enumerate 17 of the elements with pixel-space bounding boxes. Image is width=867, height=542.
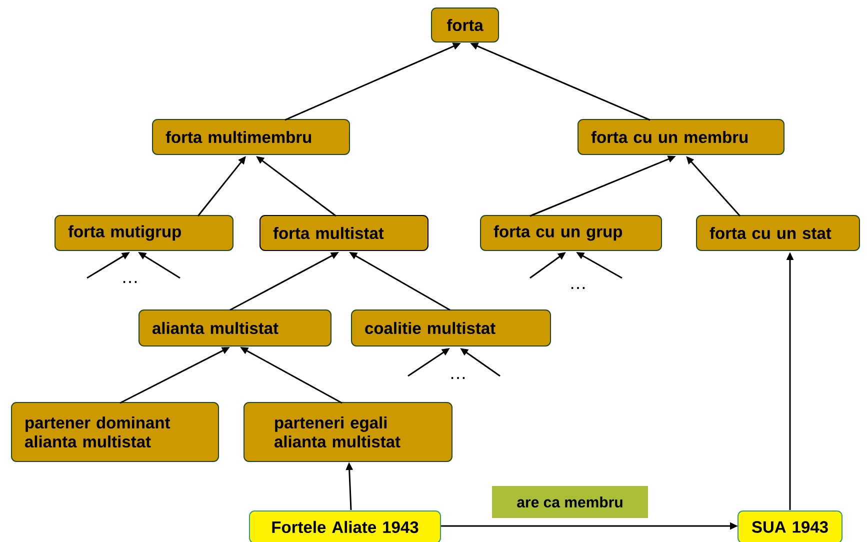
- category-box: forta cu un membru: [578, 119, 784, 155]
- ellipsis: …: [451, 377, 465, 379]
- instance-box: SUA 1943: [738, 510, 842, 542]
- category-box: forta cu un stat: [696, 215, 860, 251]
- category-box: forta: [431, 8, 499, 42]
- ellipsis: …: [123, 281, 137, 283]
- ellipsis: …: [571, 287, 585, 289]
- category-box: partener dominant alianta multistat: [11, 402, 219, 462]
- category-box: forta cu un grup: [480, 215, 662, 251]
- category-box: parteneri egali alianta multistat: [244, 402, 452, 462]
- category-box: alianta multistat: [138, 310, 332, 346]
- instance-box: Fortele Aliate 1943: [249, 510, 441, 542]
- edge-label: are ca membru: [492, 486, 648, 518]
- category-box: forta multimembru: [152, 119, 350, 155]
- category-box: forta multistat: [260, 215, 428, 251]
- category-box: forta mutigrup: [54, 215, 234, 251]
- category-box: coalitie multistat: [351, 310, 551, 346]
